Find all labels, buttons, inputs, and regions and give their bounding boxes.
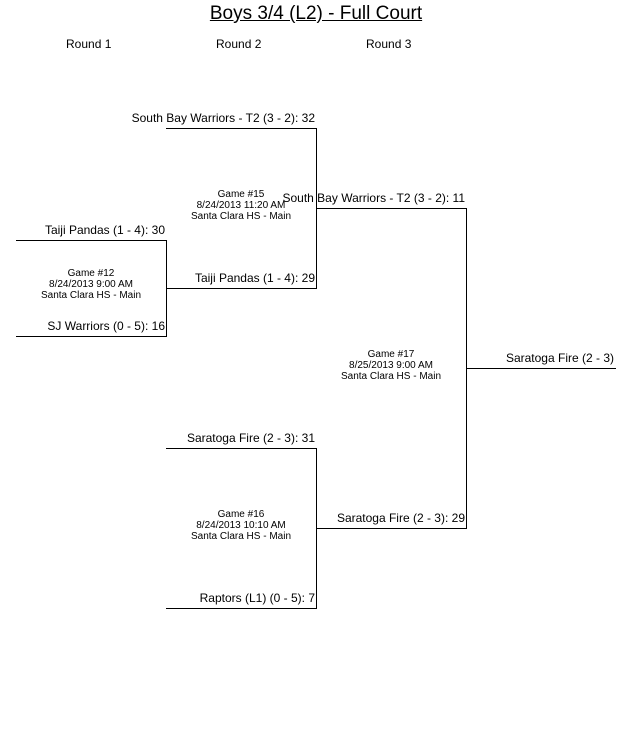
game-datetime: 8/24/2013 11:20 AM: [196, 200, 286, 211]
game-venue: Santa Clara HS - Main: [40, 290, 142, 301]
game-info-16: Game #16 8/24/2013 10:10 AM Santa Clara …: [166, 509, 316, 542]
bracket-title: Boys 3/4 (L2) - Full Court: [209, 3, 423, 24]
game-venue: Santa Clara HS - Main: [340, 371, 442, 382]
game-info-17: Game #17 8/25/2013 9:00 AM Santa Clara H…: [316, 349, 466, 382]
slot-r1-sj-warriors: SJ Warriors (0 - 5): 16: [47, 319, 165, 333]
game-info-12: Game #12 8/24/2013 9:00 AM Santa Clara H…: [16, 268, 166, 301]
slot-r3-saratoga-fire: Saratoga Fire (2 - 3): 29: [336, 511, 465, 525]
game-info-15: Game #15 8/24/2013 11:20 AM Santa Clara …: [166, 189, 316, 222]
slot-r2-saratoga-fire: Saratoga Fire (2 - 3): 31: [186, 431, 315, 445]
round-3-header: Round 3: [366, 37, 412, 51]
game-datetime: 8/24/2013 9:00 AM: [49, 279, 133, 290]
round-1-header: Round 1: [66, 37, 112, 51]
slot-r1-taiji-pandas: Taiji Pandas (1 - 4): 30: [44, 223, 165, 237]
game-datetime: 8/25/2013 9:00 AM: [349, 360, 433, 371]
slot-r2-raptors: Raptors (L1) (0 - 5): 7: [199, 591, 315, 605]
round-2-header: Round 2: [216, 37, 262, 51]
slot-r2-taiji-pandas: Taiji Pandas (1 - 4): 29: [194, 271, 315, 285]
game-venue: Santa Clara HS - Main: [190, 531, 292, 542]
slot-r2-south-bay-warriors: South Bay Warriors - T2 (3 - 2): 32: [131, 111, 315, 125]
game-label: Game #15: [217, 189, 265, 200]
game-label: Game #12: [67, 268, 115, 279]
slot-r3-south-bay-warriors: South Bay Warriors - T2 (3 - 2): 11: [282, 191, 465, 205]
game-datetime: 8/24/2013 10:10 AM: [196, 520, 286, 531]
game-label: Game #17: [367, 349, 415, 360]
game-venue: Santa Clara HS - Main: [190, 211, 292, 222]
game-label: Game #16: [217, 509, 265, 520]
slot-champion: Saratoga Fire (2 - 3): [505, 351, 614, 365]
